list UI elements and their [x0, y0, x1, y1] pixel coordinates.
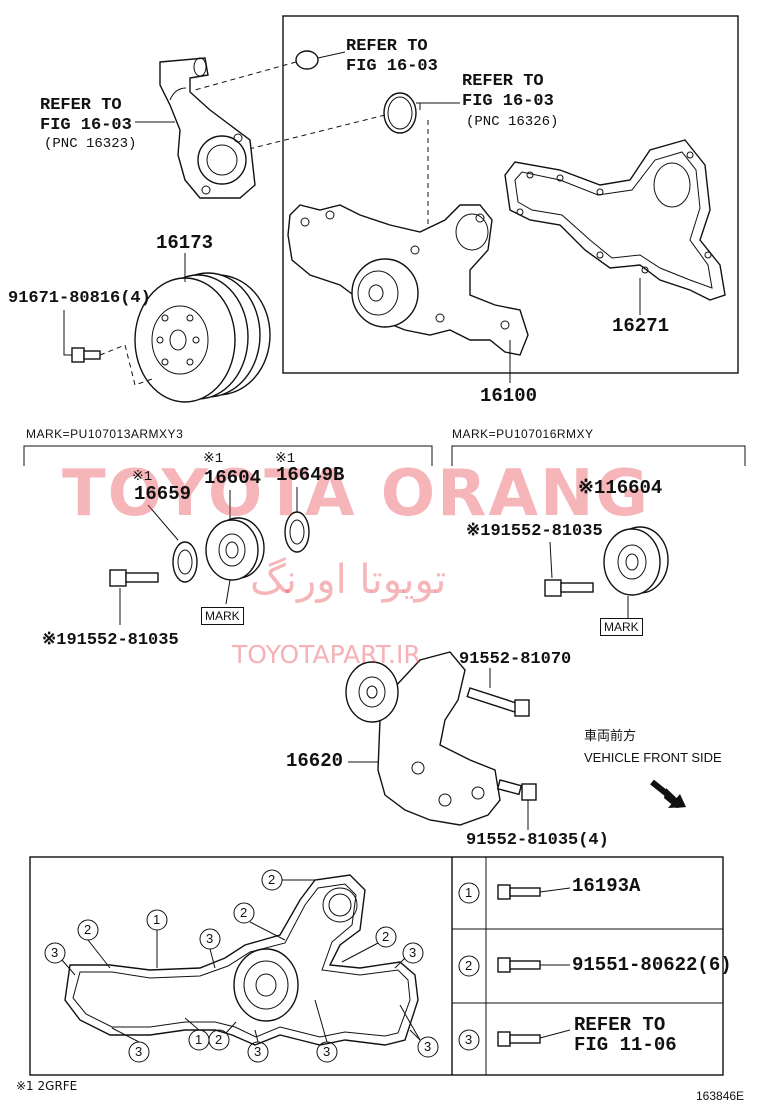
watermark-brand: TOYOTA ORANG [62, 457, 651, 531]
refer-fig-16-03-oring-small: REFER TO FIG 16-03 [346, 37, 438, 76]
bolt-91671 [71, 347, 101, 363]
legend-bolt-icons [497, 884, 541, 1047]
bolt-callout-leaders [61, 879, 421, 1043]
o-ring-small [295, 50, 319, 70]
part-16173-label: 16173 [156, 232, 214, 254]
vehicle-front-en: VEHICLE FRONT SIDE [584, 750, 722, 765]
part-91671-label: 91671-80816(4) [8, 289, 151, 308]
refer-fig-16-03-oring-large: REFER TO FIG 16-03 [462, 72, 554, 111]
right-idler-group-art [544, 526, 669, 597]
star-16659: ※1 [132, 469, 153, 485]
legend-num-1: 1 [465, 885, 473, 900]
part-16659-label: 16659 [134, 483, 192, 505]
bolt-91552-81070-label: 91552-81070 [459, 650, 572, 669]
water-inlet-housing [159, 57, 256, 199]
water-pump-16100 [287, 204, 529, 356]
part-16604-right-label: ※116604 [578, 477, 663, 499]
bolt-91552-81035-left-label: ※191552-81035 [42, 631, 179, 650]
watermark-site: TOYOTAPART.IR [232, 640, 421, 669]
o-ring-large [383, 92, 417, 134]
star-16604: ※1 [203, 451, 224, 467]
bolt-91552-81035-right-label: ※191552-81035 [466, 522, 603, 541]
star-16649b: ※1 [275, 451, 296, 467]
part-16620-label: 16620 [286, 750, 344, 772]
vehicle-front-jp: 車両前方 [584, 729, 637, 744]
left-group-mark: MARK=PU107013ARMXY3 [26, 427, 184, 441]
refer-fig-16-03-inlet: REFER TO FIG 16-03 [40, 96, 132, 135]
mark-box-right: MARK [600, 618, 643, 636]
left-idler-group-art [109, 511, 310, 587]
part-16100-label: 16100 [480, 385, 538, 407]
pump-bolt-layout-art [64, 874, 419, 1046]
legend-text-2: 91551-80622(6) [572, 954, 732, 976]
legend-text-1: 16193A [572, 875, 641, 897]
bolt-location-frame [29, 856, 724, 1076]
figure-code: 163846E [696, 1089, 745, 1103]
legend-text-3: REFER TO FIG 11-06 [574, 1014, 677, 1056]
part-16604-left-label: 16604 [204, 467, 262, 489]
pulley-16173 [134, 272, 271, 403]
right-group-mark: MARK=PU107016RMXY [452, 427, 594, 441]
vehicle-front-arrow-icon [650, 779, 686, 808]
legend-num-3: 3 [465, 1032, 473, 1047]
bolt-91552-81035-4-label: 91552-81035(4) [466, 831, 609, 850]
pnc-16326: (PNC 16326) [466, 114, 559, 130]
watermark-persian: تویوتا اورنگ [250, 557, 447, 603]
footer-note: ※1 2GRFE [16, 1079, 78, 1093]
part-16271-label: 16271 [612, 315, 670, 337]
gasket-16271 [504, 139, 726, 301]
tensioner-16620-art [345, 651, 537, 826]
mark-box-left: MARK [201, 607, 244, 625]
legend-num-2: 2 [465, 958, 473, 973]
pnc-16323: (PNC 16323) [44, 136, 137, 152]
part-16649b-label: 16649B [276, 464, 345, 486]
